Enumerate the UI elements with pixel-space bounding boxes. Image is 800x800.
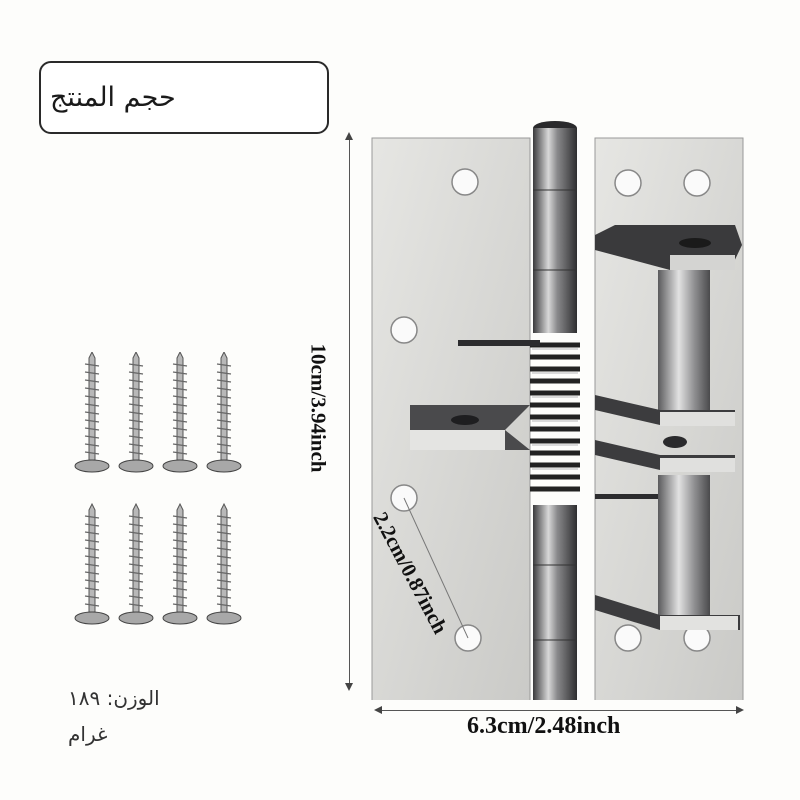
weight-value: الوزن: ١٨٩ [68,686,160,710]
arrow-down-icon [345,683,353,691]
weight-unit: غرام [68,722,108,746]
product-size-label-box [39,61,329,134]
height-label: 10cm/3.94inch [306,343,331,473]
arrow-up-icon [345,132,353,140]
weight-info: الوزن: ١٨٩ غرام [68,680,188,752]
width-label: 6.3cm/2.48inch [467,713,621,739]
arrow-right-icon [736,706,744,714]
width-dimension-line [378,710,738,711]
arrow-left-icon [374,706,382,714]
height-dimension-line [349,136,350,686]
screws-set-icon [74,352,242,625]
hinge-image [371,121,744,700]
product-size-title: حجم المنتج [50,82,176,113]
